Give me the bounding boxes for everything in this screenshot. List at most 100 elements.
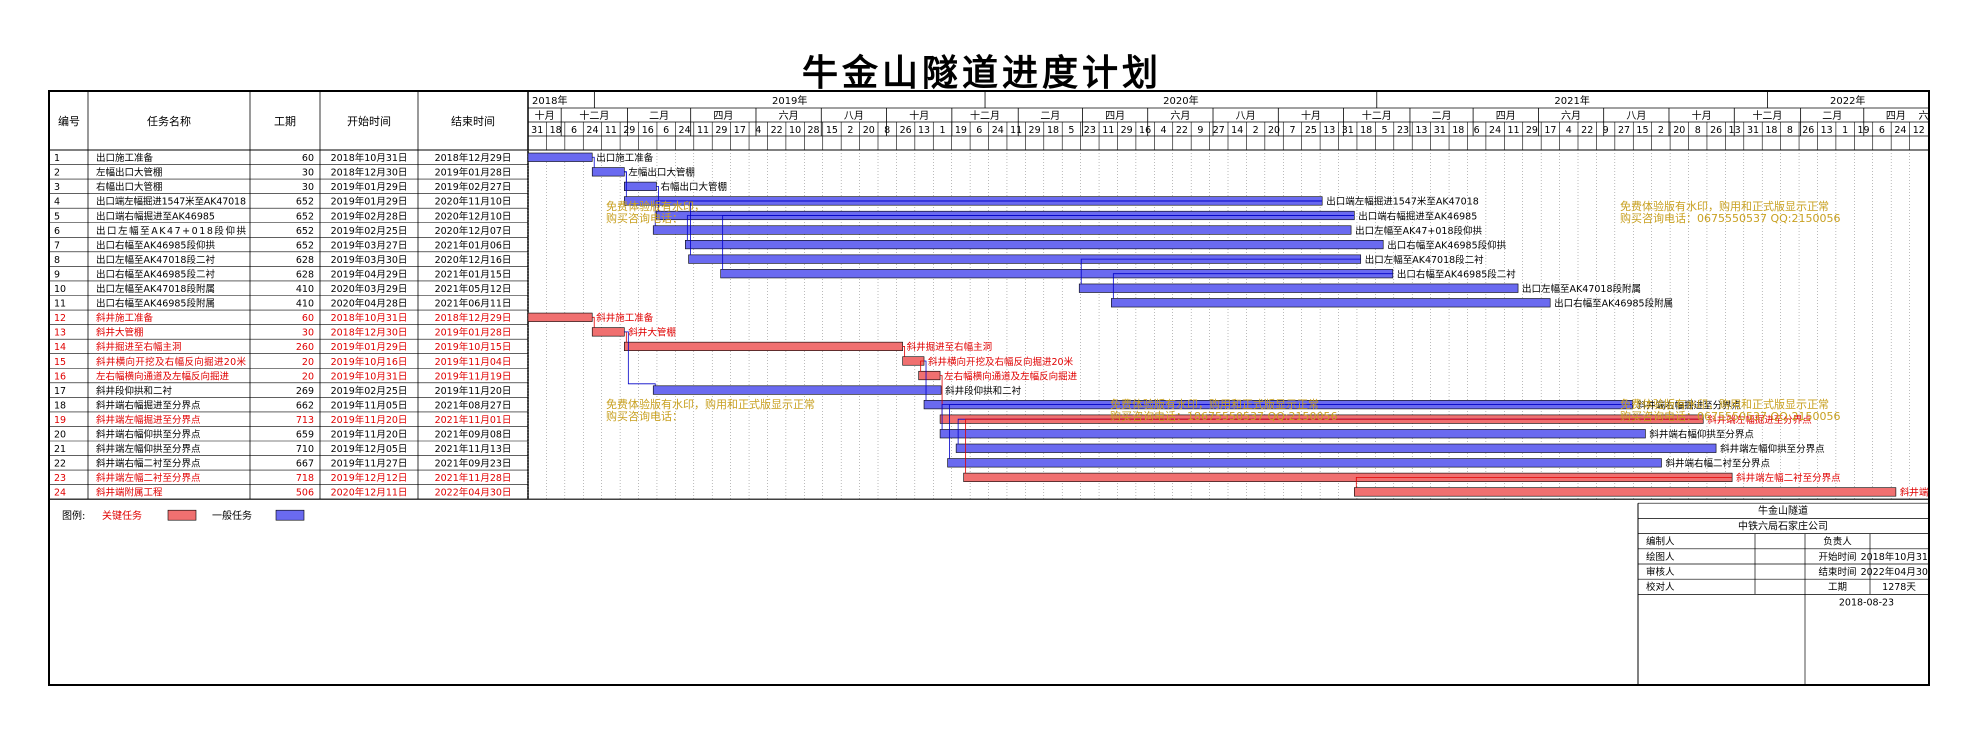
task-name: 斜井端附属工程 <box>96 487 163 499</box>
month-label: 六月 <box>1170 110 1190 122</box>
task-end: 2021年01月06日 <box>435 239 512 251</box>
month-label: 十月 <box>1301 109 1321 122</box>
task-start: 2019年02月25日 <box>331 385 408 397</box>
task-start: 2018年10月31日 <box>331 312 408 324</box>
task-name: 斜井段仰拱和二衬 <box>96 385 173 397</box>
watermark-text: 购买咨询电话： <box>606 211 683 225</box>
legend-normal-label: 一般任务 <box>212 509 252 522</box>
day-label: 7 <box>1289 125 1295 136</box>
month-label: 十二月 <box>1752 109 1782 122</box>
day-label: 22 <box>771 125 783 136</box>
day-label: 29 <box>1526 125 1538 136</box>
task-end: 2020年11月10日 <box>435 196 512 208</box>
day-label: 26 <box>1802 125 1814 136</box>
info-value: 2022年04月30日 <box>1861 566 1928 578</box>
task-id: 1 <box>54 153 60 164</box>
month-label: 八月 <box>1626 110 1646 122</box>
task-start: 2020年12月11日 <box>331 487 408 499</box>
dependency-arrow <box>656 185 659 212</box>
dependency-arrow <box>624 171 627 197</box>
task-bar-label: 右幅出口大管棚 <box>660 181 727 193</box>
day-label: 26 <box>1710 125 1722 136</box>
task-name: 出口右幅至AK46985段附属 <box>96 298 215 310</box>
task-start: 2019年01月29日 <box>331 196 408 208</box>
task-end: 2019年11月04日 <box>435 356 512 368</box>
month-label: 八月 <box>844 110 864 122</box>
task-id: 18 <box>54 400 66 411</box>
task-start: 2019年01月29日 <box>331 341 408 353</box>
day-label: 13 <box>1415 125 1427 136</box>
day-label: 18 <box>550 125 562 136</box>
dependency-arrow <box>722 215 1355 270</box>
day-label: 12 <box>1913 125 1925 136</box>
day-label: 9 <box>1197 125 1203 136</box>
day-label: 18 <box>1360 125 1372 136</box>
task-start: 2019年04月29日 <box>331 268 408 280</box>
task-bar <box>527 312 593 322</box>
dependency-arrow <box>924 360 927 401</box>
task-bar <box>918 370 941 381</box>
task-duration: 628 <box>296 269 314 280</box>
year-label: 2022年 <box>1830 94 1865 107</box>
day-label: 31 <box>1434 125 1446 136</box>
day-label: 23 <box>1397 125 1409 136</box>
task-id: 20 <box>54 430 66 441</box>
task-bar <box>624 181 657 191</box>
day-label: 24 <box>992 125 1004 136</box>
task-end: 2021年01月15日 <box>435 268 512 280</box>
start-column-header: 开始时间 <box>347 114 391 128</box>
task-bar <box>591 167 625 177</box>
day-label: 17 <box>1544 125 1556 136</box>
task-name: 斜井端左幅仰拱至分界点 <box>96 443 201 455</box>
task-duration: 667 <box>296 459 314 470</box>
task-name: 斜井端右幅掘进至分界点 <box>96 399 201 411</box>
day-label: 24 <box>1489 125 1501 136</box>
day-label: 18 <box>1765 125 1777 136</box>
dependency-arrow <box>1112 273 1393 299</box>
month-label: 六月 <box>1561 110 1581 122</box>
day-label: 22 <box>1581 125 1593 136</box>
task-bar <box>947 458 1662 468</box>
day-label: 15 <box>1636 125 1648 136</box>
day-label: 20 <box>1268 125 1280 136</box>
task-id: 17 <box>54 386 66 397</box>
task-name: 出口右幅至AK46985段仰拱 <box>96 239 215 251</box>
task-duration: 652 <box>296 197 314 208</box>
task-duration: 506 <box>296 488 314 499</box>
task-id: 14 <box>54 342 66 353</box>
day-label: 19 <box>1857 125 1869 136</box>
task-start: 2018年12月30日 <box>331 327 408 339</box>
task-bar-label: 出口端左幅掘进1547米至AK47018 <box>1326 196 1479 208</box>
dependency-arrow <box>920 360 925 372</box>
day-label: 6 <box>663 125 669 136</box>
task-name: 斜井施工准备 <box>96 312 154 324</box>
task-duration: 713 <box>296 415 314 426</box>
year-label: 2019年 <box>772 94 807 107</box>
month-label: 十二月 <box>1362 109 1392 122</box>
task-bar-label: 斜井端右幅二衬至分界点 <box>1665 458 1770 470</box>
task-name: 出口端左幅掘进1547米至AK47018 <box>96 196 246 208</box>
task-id: 11 <box>54 299 66 310</box>
day-label: 11 <box>697 125 709 136</box>
task-duration: 30 <box>302 168 314 179</box>
task-bar <box>1111 298 1551 308</box>
task-end: 2021年11月13日 <box>435 443 512 455</box>
task-name: 斜井端右幅二衬至分界点 <box>96 458 201 470</box>
task-start: 2019年01月29日 <box>331 181 408 193</box>
task-end: 2022年04月30日 <box>435 487 512 499</box>
day-label: 24 <box>586 125 598 136</box>
task-id: 4 <box>54 197 60 208</box>
dependency-arrow <box>592 316 595 328</box>
day-label: 13 <box>1323 125 1335 136</box>
month-label: 二月 <box>1822 110 1842 122</box>
task-id: 7 <box>54 240 60 251</box>
day-label: 8 <box>884 125 890 136</box>
task-duration: 269 <box>296 386 314 397</box>
task-duration: 260 <box>296 342 314 353</box>
watermark-text: 购买咨询电话：0675550537 QQ:2150056 <box>1620 211 1841 225</box>
id-column-header: 编号 <box>58 114 80 128</box>
day-label: 26 <box>900 125 912 136</box>
month-label: 十月 <box>535 109 555 122</box>
day-label: 29 <box>623 125 635 136</box>
day-label: 28 <box>807 125 819 136</box>
